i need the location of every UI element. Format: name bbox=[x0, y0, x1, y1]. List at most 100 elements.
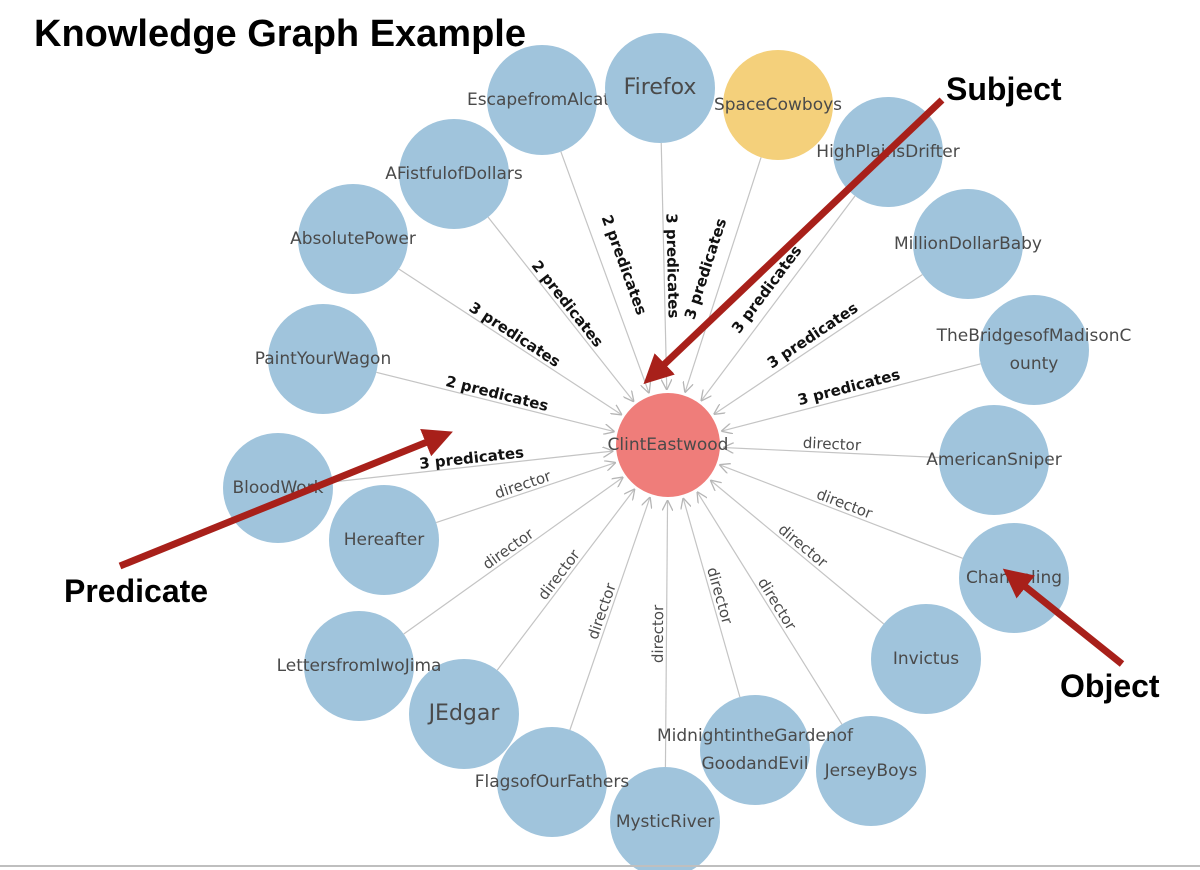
center-node-label: ClintEastwood bbox=[608, 435, 729, 455]
predicate-callout-label: Predicate bbox=[64, 573, 208, 609]
node-label: MysticRiver bbox=[616, 812, 714, 832]
node-american[interactable]: AmericanSniper bbox=[926, 405, 1062, 515]
node-label: Firefox bbox=[624, 75, 697, 100]
edge-changeling bbox=[720, 465, 963, 559]
node-circle bbox=[700, 695, 810, 805]
edge-flags bbox=[569, 498, 650, 731]
nodes-layer: EscapefromAlcatrFirefoxSpaceCowboysHighP… bbox=[223, 33, 1131, 870]
edge-million bbox=[715, 274, 923, 414]
edge-bridges bbox=[722, 363, 981, 431]
node-circle bbox=[605, 33, 715, 143]
edge-label-bridges: 3 predicates bbox=[796, 365, 902, 409]
edge-label-invictus: director bbox=[775, 520, 832, 572]
edge-absolute bbox=[398, 268, 621, 414]
edge-invictus bbox=[711, 481, 885, 625]
object-callout-label: Object bbox=[1060, 668, 1160, 704]
node-jersey[interactable]: JerseyBoys bbox=[816, 716, 926, 826]
predicate-callout-arrow bbox=[118, 428, 453, 570]
node-bridges[interactable]: TheBridgesofMadisonC ounty bbox=[936, 295, 1132, 405]
node-circle bbox=[816, 716, 926, 826]
edge-highplains bbox=[702, 195, 856, 400]
object-callout-arrow bbox=[1002, 568, 1125, 667]
node-circle bbox=[487, 45, 597, 155]
edge-mystic bbox=[665, 501, 667, 768]
node-label: EscapefromAlcatr bbox=[467, 90, 617, 110]
node-fistful[interactable]: AFistfulofDollars bbox=[385, 119, 523, 229]
node-circle bbox=[871, 604, 981, 714]
edge-label-million: 3 predicates bbox=[764, 299, 861, 373]
page-title: Knowledge Graph Example bbox=[34, 13, 526, 55]
node-label: AbsolutePower bbox=[290, 229, 416, 249]
edge-letters bbox=[403, 478, 623, 635]
node-label: FlagsofOurFathers bbox=[475, 772, 630, 792]
node-million[interactable]: MillionDollarBaby bbox=[894, 189, 1042, 299]
node-flags[interactable]: FlagsofOurFathers bbox=[475, 727, 630, 837]
edge-label-firefox: 3 predicates bbox=[662, 213, 682, 319]
edge-label-hereafter: director bbox=[492, 467, 554, 503]
node-circle bbox=[979, 295, 1089, 405]
node-circle bbox=[913, 189, 1023, 299]
node-paint[interactable]: PaintYourWagon bbox=[255, 304, 391, 414]
edge-label-jedgar: director bbox=[534, 545, 584, 603]
edge-label-american: director bbox=[802, 434, 862, 455]
edge-space bbox=[685, 157, 762, 391]
edge-label-midnight: director bbox=[703, 565, 737, 627]
node-label: SpaceCowboys bbox=[714, 95, 842, 115]
edge-label-bloodwork: 3 predicates bbox=[418, 443, 525, 472]
edge-firefox bbox=[660, 142, 667, 389]
node-firefox[interactable]: Firefox bbox=[605, 33, 715, 143]
edge-label-absolute: 3 predicates bbox=[466, 298, 564, 371]
node-invictus[interactable]: Invictus bbox=[871, 604, 981, 714]
node-circle bbox=[268, 304, 378, 414]
node-circle bbox=[298, 184, 408, 294]
node-circle bbox=[329, 485, 439, 595]
node-escape[interactable]: EscapefromAlcatr bbox=[467, 45, 617, 155]
edge-label-fistful: 2 predicates bbox=[528, 257, 607, 351]
center-node-circle bbox=[616, 393, 720, 497]
edge-label-letters: director bbox=[479, 524, 538, 573]
node-label: ounty bbox=[1010, 354, 1059, 374]
node-hereafter[interactable]: Hereafter bbox=[329, 485, 439, 595]
edge-midnight bbox=[683, 499, 741, 698]
node-circle bbox=[497, 727, 607, 837]
node-space[interactable]: SpaceCowboys bbox=[714, 50, 842, 160]
edge-american bbox=[724, 448, 940, 459]
node-circle bbox=[723, 50, 833, 160]
edge-label-flags: director bbox=[584, 580, 620, 642]
node-label: LettersfromIwoJima bbox=[277, 656, 442, 676]
subject-callout-label: Subject bbox=[946, 71, 1062, 107]
edge-escape bbox=[560, 151, 649, 393]
edge-jersey bbox=[698, 493, 843, 725]
node-label: AmericanSniper bbox=[926, 450, 1061, 470]
node-label: TheBridgesofMadisonC bbox=[936, 326, 1132, 346]
node-circle bbox=[399, 119, 509, 229]
edge-label-escape: 2 predicates bbox=[598, 213, 651, 318]
node-label: PaintYourWagon bbox=[255, 349, 391, 369]
node-label: Hereafter bbox=[344, 530, 425, 550]
node-label: MillionDollarBaby bbox=[894, 234, 1042, 254]
edge-label-mystic: director bbox=[649, 604, 667, 663]
center-node[interactable]: ClintEastwood bbox=[608, 393, 729, 497]
node-label: JEdgar bbox=[427, 701, 501, 726]
node-label: AFistfulofDollars bbox=[385, 164, 523, 184]
node-label: GoodandEvil bbox=[702, 754, 809, 774]
node-label: MidnightintheGardenof bbox=[657, 726, 854, 746]
node-mystic[interactable]: MysticRiver bbox=[610, 767, 720, 870]
edge-jedgar bbox=[496, 490, 634, 671]
node-circle bbox=[610, 767, 720, 870]
node-absolute[interactable]: AbsolutePower bbox=[290, 184, 416, 294]
annotation-layer bbox=[118, 97, 1125, 667]
node-jedgar[interactable]: JEdgar bbox=[409, 659, 519, 769]
node-letters[interactable]: LettersfromIwoJima bbox=[277, 611, 442, 721]
subject-callout-arrow bbox=[643, 97, 945, 385]
node-label: JerseyBoys bbox=[824, 761, 918, 781]
node-circle bbox=[409, 659, 519, 769]
edge-label-jersey: director bbox=[754, 574, 800, 634]
node-circle bbox=[939, 405, 1049, 515]
edge-hereafter bbox=[435, 463, 615, 524]
edge-label-changeling: director bbox=[814, 485, 876, 523]
edge-fistful bbox=[487, 216, 633, 401]
